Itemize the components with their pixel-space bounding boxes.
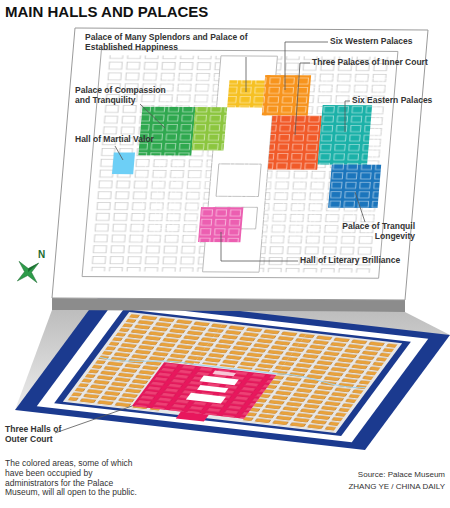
caption-note: The colored areas, some of which have be…	[5, 459, 143, 498]
martial-valor-area	[112, 152, 135, 174]
hall	[197, 385, 228, 393]
hall	[200, 375, 239, 385]
callout-label: Three Palaces of Inner Court	[312, 58, 449, 68]
leader-line	[345, 101, 350, 132]
leader-line	[355, 192, 365, 222]
compass-rose	[17, 261, 38, 282]
source-credit: Source: Palace Museum	[290, 470, 445, 479]
palace-ground	[63, 312, 402, 433]
leader-line	[246, 57, 247, 92]
leader-lines	[55, 42, 365, 433]
moat	[15, 295, 450, 450]
leader-line	[115, 146, 123, 160]
outer-court-area	[132, 362, 276, 419]
callout-label: Palace of Many Splendors and Palace of E…	[85, 33, 265, 53]
callout-label: Six Western Palaces	[330, 37, 445, 47]
callout-label: Six Eastern Palaces	[352, 96, 449, 106]
callout-label: Palace of Tranquil Longevity	[330, 222, 415, 242]
palace-wall	[54, 309, 411, 436]
outer-band	[37, 303, 429, 443]
building-outlines	[131, 74, 389, 243]
map-title: MAIN HALLS AND PALACES	[5, 3, 305, 20]
meridian-gate	[176, 412, 209, 422]
hall	[186, 393, 226, 404]
leader-line	[140, 104, 165, 128]
callout-label: Palace of Compassion and Tranquility	[75, 86, 175, 106]
callout-label: Three Halls of Outer Court	[5, 425, 77, 445]
source-credit: ZHANG YE / CHINA DAILY	[290, 482, 445, 491]
north-buildings	[194, 324, 307, 373]
leader-line	[55, 406, 132, 433]
leader-line	[221, 232, 298, 261]
compass-star	[17, 261, 38, 282]
callout-label: Hall of Martial Valor	[75, 135, 185, 145]
hall	[212, 371, 236, 377]
callout-label: Hall of Literary Brilliance	[300, 256, 440, 266]
outer-court-buildings	[132, 362, 276, 419]
palace-wall-outline	[82, 50, 398, 278]
ground-plan	[15, 295, 450, 450]
leader-line	[295, 63, 310, 135]
compass-letter: N	[38, 249, 52, 261]
compass-needle	[28, 263, 39, 272]
